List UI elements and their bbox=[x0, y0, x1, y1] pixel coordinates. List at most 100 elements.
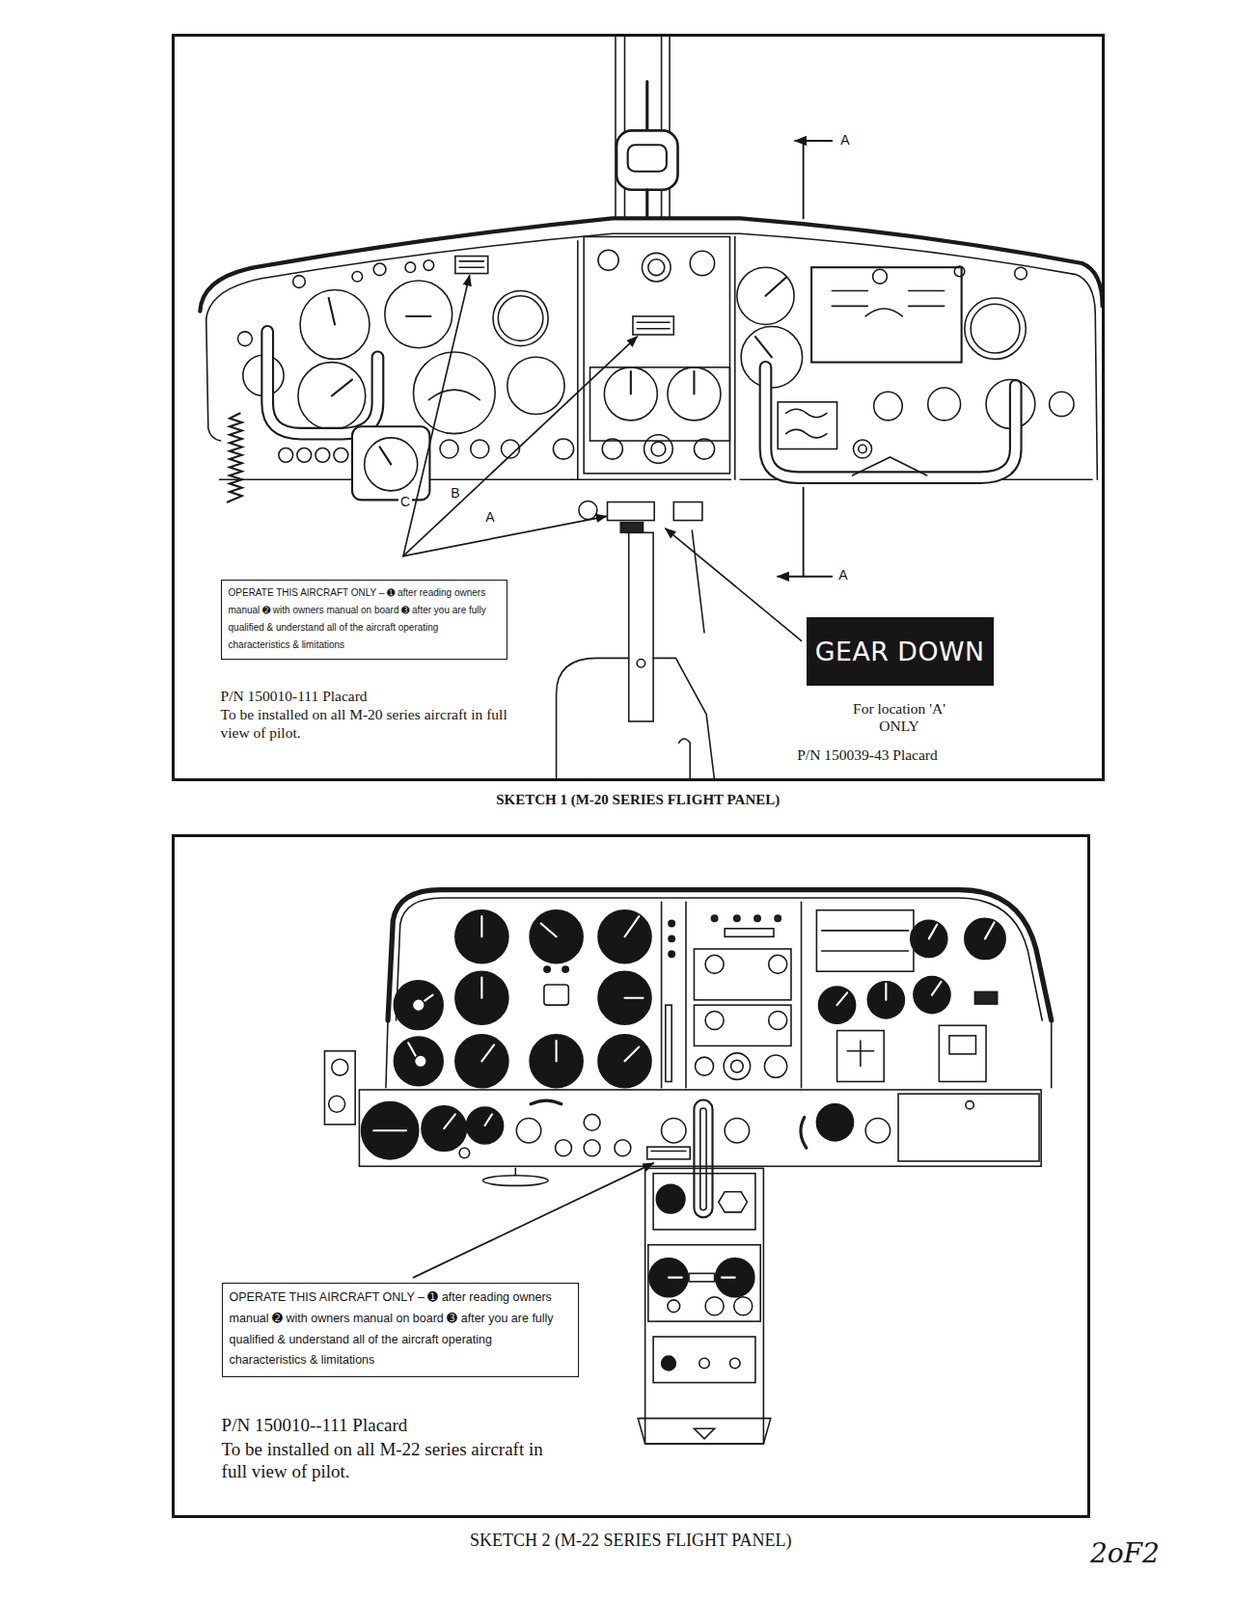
drawing-line bbox=[576, 241, 579, 481]
placard-box: OPERATE THIS AIRCRAFT ONLY – ➊ after rea… bbox=[221, 1283, 579, 1379]
drawing-line bbox=[380, 446, 392, 465]
install-note: To be installed on all M-20 series aircr… bbox=[220, 706, 518, 742]
drawing-path bbox=[865, 308, 903, 317]
drawing-path bbox=[786, 409, 827, 439]
drawing-line bbox=[614, 36, 617, 219]
drawing-circle bbox=[705, 1297, 724, 1316]
drawing-rect bbox=[616, 130, 678, 190]
drawing-circle bbox=[361, 1102, 419, 1160]
drawing-line bbox=[908, 305, 945, 308]
drawing-path bbox=[199, 218, 1102, 311]
drawing-path bbox=[530, 1100, 562, 1105]
drawing-path bbox=[766, 367, 1016, 478]
drawing-path bbox=[851, 457, 927, 476]
drawing-circle bbox=[667, 367, 721, 421]
drawing-line bbox=[331, 380, 353, 397]
drawing-rect bbox=[590, 367, 731, 441]
drawing-line bbox=[734, 236, 737, 480]
drawing-circle bbox=[865, 1119, 890, 1144]
drawing-line bbox=[624, 1047, 639, 1063]
drawing-circle bbox=[412, 352, 495, 435]
gear-down-text: GEAR DOWN bbox=[815, 637, 986, 666]
drawing-path bbox=[428, 389, 480, 401]
drawing-line bbox=[685, 902, 687, 1089]
placard-text: OPERATE THIS AIRCRAFT ONLY – ➊ after rea… bbox=[228, 584, 500, 655]
drawing-circle bbox=[293, 275, 306, 289]
drawing-circle bbox=[393, 1037, 443, 1087]
drawing-rect bbox=[324, 1051, 356, 1125]
drawing-circle bbox=[928, 387, 961, 421]
drawing-line bbox=[403, 516, 607, 556]
drawing-circle bbox=[668, 951, 675, 958]
drawing-circle bbox=[333, 447, 349, 463]
drawing-rect bbox=[653, 1337, 756, 1384]
drawing-circle bbox=[583, 1114, 601, 1131]
drawing-circle bbox=[439, 439, 459, 459]
drawing-circle bbox=[764, 1055, 787, 1078]
drawing-circle bbox=[578, 500, 598, 520]
drawing-line bbox=[624, 997, 643, 1000]
drawing-circle bbox=[1014, 267, 1028, 280]
drawing-circle bbox=[328, 1096, 346, 1113]
drawing-line bbox=[459, 260, 484, 263]
drawing-rect bbox=[777, 402, 837, 450]
drawing-circle bbox=[583, 1140, 601, 1157]
drawing-path bbox=[653, 657, 714, 781]
drawing-circle bbox=[667, 1300, 681, 1314]
drawing-circle bbox=[603, 367, 658, 421]
drawing-path bbox=[267, 331, 378, 435]
drawing-circle bbox=[910, 920, 948, 958]
drawing-path bbox=[766, 367, 1016, 478]
drawing-circle bbox=[874, 391, 904, 421]
drawing-line bbox=[481, 1044, 494, 1062]
drawing-rect bbox=[688, 1273, 714, 1282]
drawing-line bbox=[480, 916, 483, 937]
drawing-line bbox=[514, 1168, 517, 1176]
drawing-path bbox=[206, 318, 221, 441]
drawing-ellipse bbox=[482, 1176, 548, 1187]
drawing-circle bbox=[699, 1358, 711, 1370]
part-number: P/N 150039-43 Placard bbox=[796, 746, 938, 766]
drawing-circle bbox=[555, 1140, 573, 1157]
drawing-circle bbox=[644, 435, 674, 465]
drawing-circle bbox=[689, 250, 714, 275]
drawing-circle bbox=[852, 439, 872, 459]
drawing-line bbox=[412, 1163, 654, 1278]
drawing-circle bbox=[964, 298, 1026, 359]
drawing-circle bbox=[414, 1055, 428, 1069]
drawing-circle bbox=[723, 1053, 751, 1081]
drawing-rect bbox=[628, 144, 667, 172]
drawing-line bbox=[630, 371, 632, 394]
location-note: For location 'A' ONLY bbox=[831, 700, 967, 737]
drawing-line bbox=[1050, 1020, 1053, 1089]
drawing-circle bbox=[516, 1119, 541, 1144]
drawing-line bbox=[541, 923, 557, 937]
part-number: P/N 150010-111 Placard bbox=[220, 687, 368, 707]
drawing-circle bbox=[598, 249, 619, 271]
drawing-circle bbox=[598, 1035, 652, 1089]
drawing-line bbox=[651, 1150, 686, 1153]
drawing-line bbox=[645, 190, 649, 218]
drawing-circle bbox=[731, 1060, 744, 1073]
drawing-circle bbox=[298, 362, 366, 431]
drawing-line bbox=[929, 925, 937, 940]
drawing-rect bbox=[455, 256, 489, 274]
drawing-circle bbox=[470, 439, 490, 459]
placard-box: OPERATE THIS AIRCRAFT ONLY – ➊ after rea… bbox=[220, 579, 508, 660]
drawing-line bbox=[403, 275, 470, 557]
drawing-circle bbox=[466, 1107, 504, 1145]
drawing-rect bbox=[974, 991, 997, 1005]
drawing-line bbox=[571, 478, 731, 481]
drawing-rect bbox=[653, 1174, 756, 1231]
drawing-circle bbox=[315, 447, 330, 463]
drawing-circle bbox=[768, 955, 788, 974]
sketch-caption: SKETCH 2 (M-22 SERIES FLIGHT PANEL) bbox=[174, 1531, 1088, 1552]
drawing-circle bbox=[954, 266, 965, 277]
drawing-path bbox=[800, 1118, 807, 1150]
drawing-path bbox=[637, 1419, 771, 1445]
drawing-circle bbox=[423, 260, 435, 272]
drawing-circle bbox=[668, 920, 675, 927]
drawing-line bbox=[668, 36, 671, 219]
